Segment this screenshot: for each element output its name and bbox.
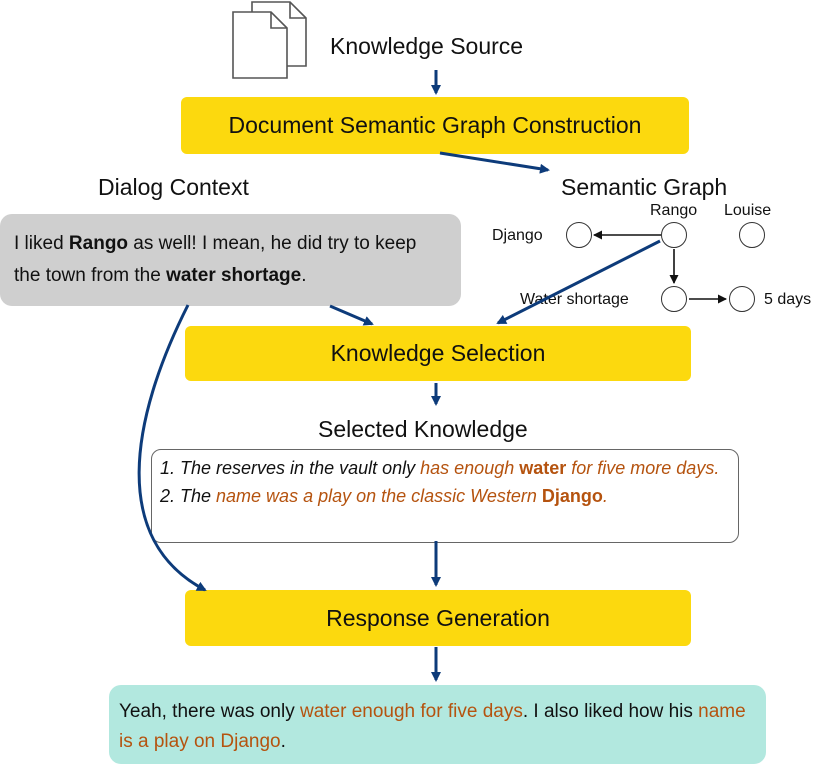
response-box: Yeah, there was only water enough for fi… [109, 685, 766, 764]
selected-knowledge-title: Selected Knowledge [318, 416, 528, 442]
response-text-1: Yeah, there was only [119, 701, 300, 722]
documents-icon [232, 1, 307, 79]
response-highlight-1: water enough for five days [299, 701, 523, 722]
item-2-entity: Django [541, 486, 603, 506]
dialog-text-1: I liked [14, 233, 69, 254]
item-2-highlight: name was a play on the classic Western [216, 486, 542, 506]
response-generation-box: Response Generation [185, 590, 691, 646]
selected-knowledge-box: 1. The reserves in the vault only has en… [151, 449, 739, 543]
node-label-louise: Louise [724, 202, 772, 219]
node-five-days [729, 286, 755, 312]
item-1-prefix: 1. The reserves in the vault only [160, 458, 421, 478]
item-1-entity: water [519, 458, 567, 478]
node-label-django: Django [492, 227, 543, 244]
response-text-3: . [280, 731, 286, 752]
item-1-highlight: has enough [420, 458, 520, 478]
item-1-highlight-2: for five more days. [566, 458, 720, 478]
selected-knowledge-item-2: 2. The name was a play on the classic We… [160, 482, 730, 510]
node-label-water-shortage: Water shortage [520, 291, 629, 308]
arrow-construction-to-graph [439, 151, 550, 174]
knowledge-selection-box: Knowledge Selection [185, 326, 691, 381]
node-label-rango: Rango [650, 202, 698, 219]
node-rango [661, 222, 687, 248]
semantic-graph-title: Semantic Graph [561, 174, 728, 200]
arrow-dialog-to-selection [329, 304, 374, 326]
item-2-highlight-2: . [602, 486, 608, 506]
node-django [566, 222, 592, 248]
arrow-graph-to-selection [496, 239, 661, 325]
response-highlight-2: name is a play on Django [119, 701, 746, 752]
graph-construction-box: Document Semantic Graph Construction [181, 97, 689, 154]
node-louise [739, 222, 765, 248]
response-text-2: . I also liked how his [522, 701, 699, 722]
item-2-prefix: 2. The [160, 486, 217, 506]
dialog-entity-1: Rango [68, 233, 129, 254]
dialog-entity-2: water shortage [166, 265, 302, 286]
dialog-context-title: Dialog Context [98, 174, 249, 200]
dialog-text-2: as well! I mean, he did try to keep the … [14, 233, 417, 286]
knowledge-source-label: Knowledge Source [330, 33, 524, 59]
node-water-shortage [661, 286, 687, 312]
node-label-five-days: 5 days [764, 291, 812, 308]
graph-construction-label: Document Semantic Graph Construction [228, 112, 642, 138]
selected-knowledge-item-1: 1. The reserves in the vault only has en… [160, 454, 730, 482]
dialog-context-box: I liked Rango as well! I mean, he did tr… [0, 214, 461, 306]
response-generation-label: Response Generation [326, 604, 550, 631]
dialog-text-3: . [301, 265, 307, 286]
knowledge-selection-label: Knowledge Selection [330, 340, 546, 366]
